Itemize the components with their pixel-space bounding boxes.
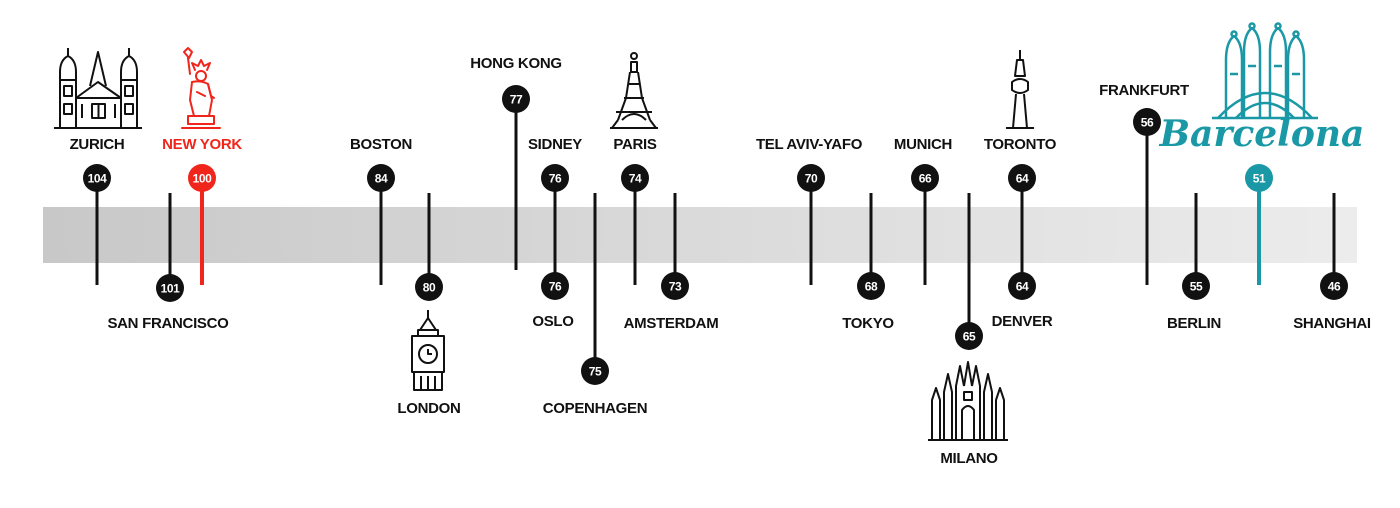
city-label-denver: DENVER [992, 313, 1053, 330]
value-label-zurich: 104 [88, 172, 108, 186]
value-node-sidney [541, 164, 569, 192]
new-york-statue-of-liberty-icon [181, 47, 221, 129]
value-label-copenhagen: 75 [589, 365, 602, 379]
city-label-tokyo: TOKYO [842, 315, 894, 332]
value-label-amsterdam: 73 [669, 280, 682, 294]
zurich-grossmunster-icon [54, 48, 142, 129]
value-label-paris: 74 [629, 172, 642, 186]
value-node-new-york [188, 164, 216, 192]
value-label-boston: 84 [375, 172, 388, 186]
value-node-paris [621, 164, 649, 192]
value-label-toronto: 64 [1016, 172, 1029, 186]
city-label-tel-aviv-yafo: TEL AVIV-YAFO [756, 136, 863, 153]
city-label-berlin: BERLIN [1167, 315, 1221, 332]
value-node-hong-kong [502, 85, 530, 113]
paris-eiffel-tower-icon [610, 52, 658, 129]
value-node-oslo [541, 272, 569, 300]
value-node-shanghai [1320, 272, 1348, 300]
value-node-boston [367, 164, 395, 192]
city-label-san-francisco: SAN FRANCISCO [107, 315, 229, 332]
value-label-sidney: 76 [549, 172, 562, 186]
city-label-zurich: ZURICH [70, 136, 125, 153]
value-label-frankfurt: 56 [1141, 116, 1154, 130]
city-label-shanghai: SHANGHAI [1293, 315, 1371, 332]
london-big-ben-icon [411, 310, 445, 391]
value-label-denver: 64 [1016, 280, 1029, 294]
city-label-new-york: NEW YORK [162, 136, 242, 153]
city-label-frankfurt: FRANKFURT [1099, 82, 1189, 99]
value-label-san-francisco: 101 [161, 282, 181, 296]
value-label-munich: 66 [919, 172, 932, 186]
value-node-copenhagen [581, 357, 609, 385]
timeline-band [43, 207, 1357, 263]
value-label-new-york: 100 [193, 172, 213, 186]
value-node-frankfurt [1133, 108, 1161, 136]
milano-duomo-icon [928, 361, 1008, 441]
value-node-denver [1008, 272, 1036, 300]
value-label-tel-aviv-yafo: 70 [805, 172, 818, 186]
city-label-hong-kong: HONG KONG [470, 55, 561, 72]
value-node-tokyo [857, 272, 885, 300]
stems-layer [95, 99, 1336, 371]
value-node-tel-aviv-yafo [797, 164, 825, 192]
value-node-munich [911, 164, 939, 192]
city-label-toronto: TORONTO [984, 136, 1057, 153]
barcelona-logo-text: Barcelona [1159, 113, 1365, 155]
value-node-barcelona [1245, 164, 1273, 192]
city-label-oslo: OSLO [532, 313, 574, 330]
value-node-london [415, 273, 443, 301]
city-label-amsterdam: AMSTERDAM [624, 315, 719, 332]
city-label-paris: PARIS [613, 136, 657, 153]
value-node-berlin [1182, 272, 1210, 300]
value-label-berlin: 55 [1190, 280, 1203, 294]
city-label-copenhagen: COPENHAGEN [543, 400, 648, 417]
city-label-london: LONDON [397, 400, 460, 417]
value-node-milano [955, 322, 983, 350]
barcelona-sagrada-familia-icon [1212, 22, 1318, 120]
nodes-layer: 104 101 100 84 80 77 76 76 75 74 73 70 68 66 65 64 64 56 5… [83, 85, 1348, 385]
value-node-amsterdam [661, 272, 689, 300]
value-label-barcelona: 51 [1253, 172, 1266, 186]
value-label-tokyo: 68 [865, 280, 878, 294]
value-node-toronto [1008, 164, 1036, 192]
city-label-munich: MUNICH [894, 136, 952, 153]
value-label-oslo: 76 [549, 280, 562, 294]
value-label-milano: 65 [963, 330, 976, 344]
toronto-cn-tower-icon [1006, 50, 1034, 129]
value-label-london: 80 [423, 281, 436, 295]
value-node-san-francisco [156, 274, 184, 302]
labels-layer: ZURICH SAN FRANCISCO NEW YORK BOSTON LONDON H… [70, 55, 1372, 467]
value-label-shanghai: 46 [1328, 280, 1341, 294]
city-label-sidney: SIDNEY [528, 136, 582, 153]
city-label-boston: BOSTON [350, 136, 412, 153]
value-node-zurich [83, 164, 111, 192]
value-label-hong-kong: 77 [510, 93, 523, 107]
city-label-milano: MILANO [940, 450, 998, 467]
